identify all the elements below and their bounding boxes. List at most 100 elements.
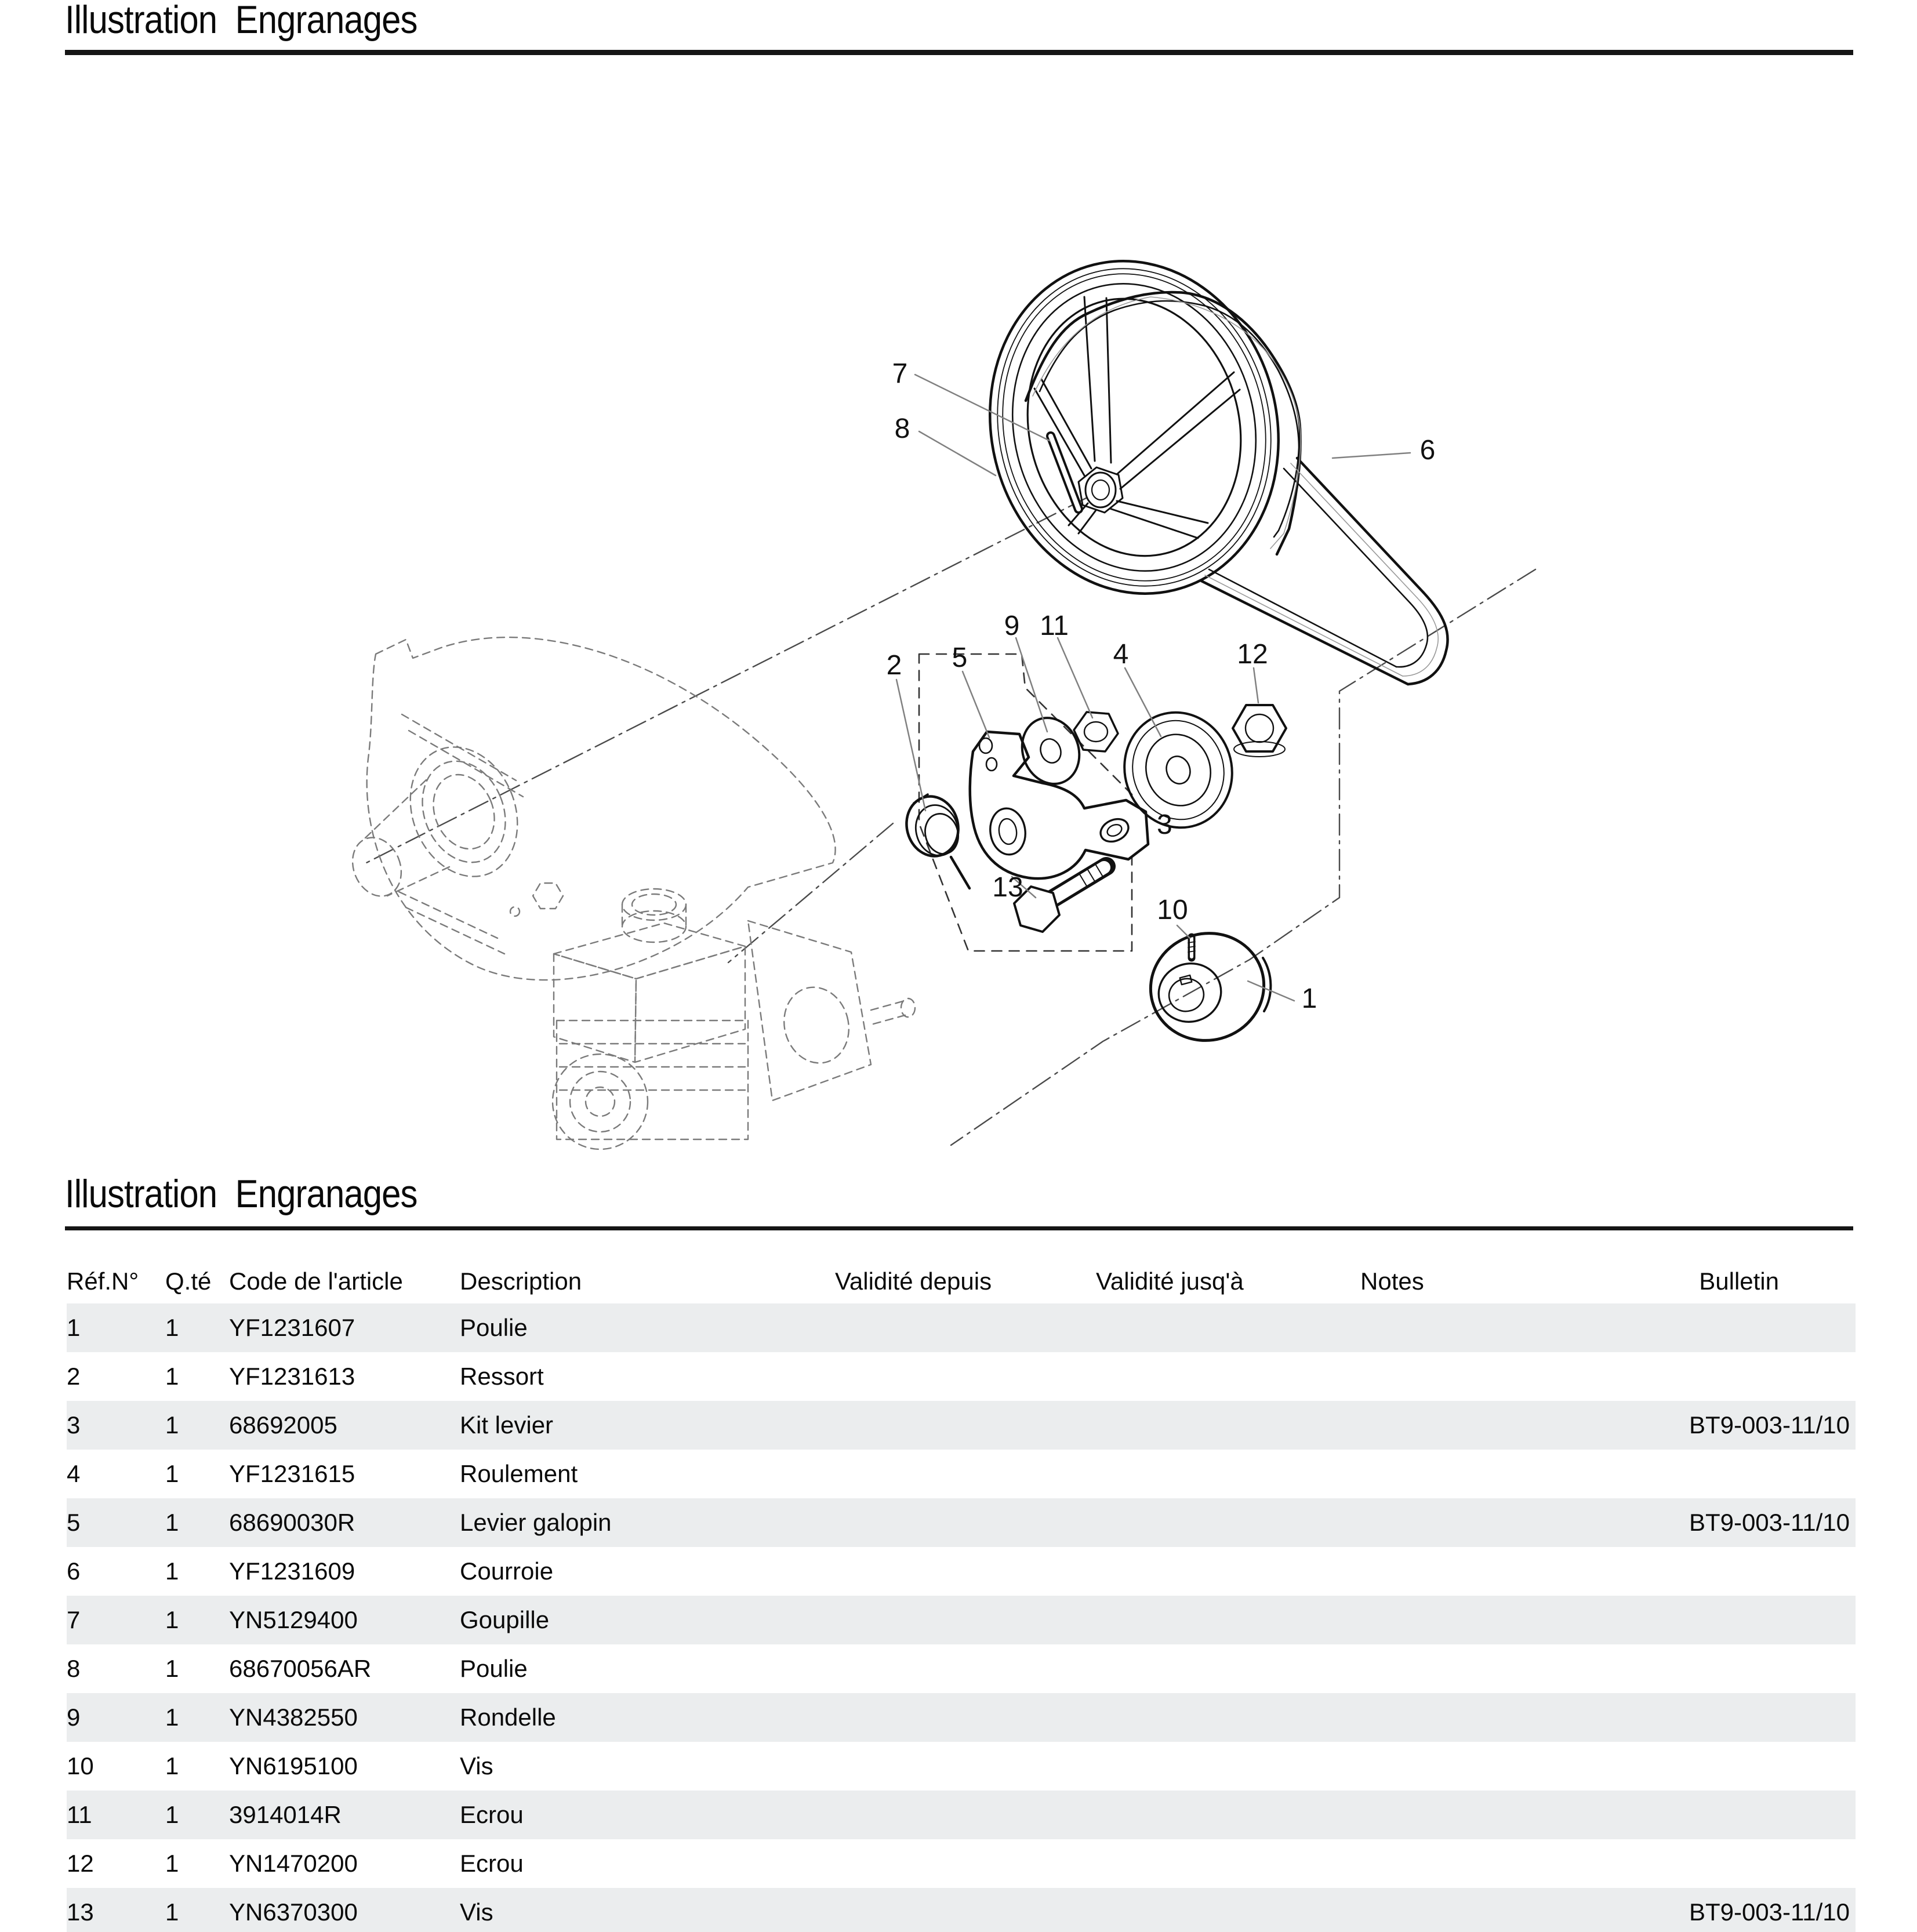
cell-code: YN5129400: [229, 1606, 358, 1633]
page-title: Illustration Engranages: [65, 0, 417, 42]
nut-12: [1232, 704, 1287, 757]
cell-code: YN6195100: [229, 1752, 358, 1780]
cell-code: YF1231615: [229, 1460, 355, 1487]
table-row: 12 1 YN1470200 Ecrou: [67, 1839, 1856, 1888]
cell-code: YF1231613: [229, 1363, 355, 1390]
main-pulley-wheel: [989, 260, 1280, 595]
cell-desc: Courroie: [460, 1557, 554, 1585]
stud-vis-10: [1188, 933, 1196, 962]
col-header-bulletin: Bulletin: [1699, 1268, 1779, 1295]
kit-boundary: [918, 653, 1133, 952]
cell-desc: Ecrou: [460, 1850, 524, 1877]
wheel-hub: [1077, 466, 1124, 514]
cell-code: YF1231607: [229, 1314, 355, 1341]
cell-qty: 1: [165, 1655, 179, 1682]
washer-rondelle: [1021, 717, 1081, 785]
guard-hub: [409, 746, 518, 877]
cell-qty: 1: [165, 1314, 179, 1341]
pin-goupille: [1046, 431, 1083, 514]
cell-code: 3914014R: [229, 1801, 342, 1828]
cylinder-block: [556, 1019, 749, 1141]
title-rule: [65, 50, 1853, 55]
col-header-jusqua: Validité jusq'à: [1096, 1268, 1244, 1295]
bolt-vis-13: [1013, 857, 1116, 933]
cell-ref: 12: [67, 1850, 94, 1877]
callout-11: 11: [1040, 611, 1069, 641]
callout-4: 4: [1113, 639, 1129, 670]
belt-guard: [366, 636, 836, 981]
parts-diagram: 7 8 6 9 11 4 12 2 5 3 13 10 1: [351, 260, 1537, 1150]
col-header-notes: Notes: [1360, 1268, 1424, 1295]
table-row: 4 1 YF1231615 Roulement: [67, 1450, 1856, 1498]
cell-desc: Goupille: [460, 1606, 550, 1633]
col-header-depuis: Validité depuis: [835, 1268, 992, 1295]
cell-ref: 6: [67, 1557, 81, 1585]
cell-qty: 1: [165, 1752, 179, 1780]
cell-qty: 1: [165, 1704, 179, 1731]
cell-desc: Poulie: [460, 1655, 528, 1682]
cell-ref: 9: [67, 1704, 81, 1731]
small-pulley: [1149, 932, 1272, 1042]
table-row: 1 1 YF1231607 Poulie: [67, 1303, 1856, 1352]
section-title: Illustration Engranages: [65, 1172, 417, 1216]
cell-desc: Vis: [460, 1898, 493, 1926]
cell-qty: 1: [165, 1801, 179, 1828]
cell-ref: 7: [67, 1606, 81, 1633]
cell-qty: 1: [165, 1411, 179, 1439]
cell-qty: 1: [165, 1606, 179, 1633]
cell-ref: 8: [67, 1655, 81, 1682]
cell-code: YN6370300: [229, 1898, 358, 1926]
table-row: 10 1 YN6195100 Vis: [67, 1742, 1856, 1791]
tensioner-bracket: [968, 730, 1150, 880]
callout-10: 10: [1157, 895, 1188, 925]
parts-table: Réf.N° Q.té Code de l'article Descriptio…: [67, 1241, 1856, 1932]
cell-qty: 1: [165, 1557, 179, 1585]
callout-12: 12: [1237, 639, 1268, 670]
callout-13: 13: [992, 872, 1023, 903]
callout-1: 1: [1302, 983, 1317, 1014]
cell-bulletin: BT9-003-11/10: [1689, 1509, 1850, 1536]
cell-ref: 3: [67, 1411, 81, 1439]
cell-code: 68670056AR: [229, 1655, 372, 1682]
col-header-ref: Réf.N°: [67, 1268, 139, 1295]
col-header-qty: Q.té: [165, 1268, 212, 1295]
axis-lines: [363, 496, 1537, 1146]
cell-qty: 1: [165, 1850, 179, 1877]
callout-3: 3: [1157, 809, 1172, 840]
cell-bulletin: BT9-003-11/10: [1689, 1898, 1850, 1926]
engine-nut: [532, 882, 564, 910]
table-row: 8 1 68670056AR Poulie: [67, 1644, 1856, 1693]
fuel-tank: [553, 922, 746, 980]
cell-ref: 13: [67, 1898, 94, 1926]
callout-7: 7: [892, 358, 908, 389]
cell-ref: 10: [67, 1752, 94, 1780]
col-header-desc: Description: [460, 1268, 582, 1295]
cell-ref: 4: [67, 1460, 81, 1487]
callout-8: 8: [895, 413, 910, 444]
leader-lines: [895, 373, 1411, 1002]
cell-code: YF1231609: [229, 1557, 355, 1585]
table-header-row: Réf.N° Q.té Code de l'article Descriptio…: [67, 1241, 1856, 1303]
crankcase: [747, 920, 872, 1102]
callout-5: 5: [952, 642, 968, 673]
nut-11: [1073, 711, 1119, 753]
table-row: 6 1 YF1231609 Courroie: [67, 1547, 1856, 1596]
table-row: 5 1 68690030R Levier galopin BT9-003-11/…: [67, 1498, 1856, 1547]
cell-ref: 2: [67, 1363, 81, 1390]
section-title-rule: [65, 1226, 1853, 1230]
cell-code: 68690030R: [229, 1509, 355, 1536]
cell-desc: Ressort: [460, 1363, 544, 1390]
cell-code: YN1470200: [229, 1850, 358, 1877]
cell-qty: 1: [165, 1363, 179, 1390]
cell-bulletin: BT9-003-11/10: [1689, 1411, 1850, 1439]
callout-2: 2: [887, 650, 902, 681]
cell-desc: Roulement: [460, 1460, 578, 1487]
cell-desc: Levier galopin: [460, 1509, 612, 1536]
cell-qty: 1: [165, 1509, 179, 1536]
callout-6: 6: [1420, 435, 1436, 466]
cell-qty: 1: [165, 1460, 179, 1487]
belt-courroie: [1024, 290, 1449, 686]
table-body: 1 1 YF1231607 Poulie 2 1 YF1231613 Resso…: [67, 1303, 1856, 1932]
table-row: 7 1 YN5129400 Goupille: [67, 1596, 1856, 1644]
cell-desc: Rondelle: [460, 1704, 556, 1731]
